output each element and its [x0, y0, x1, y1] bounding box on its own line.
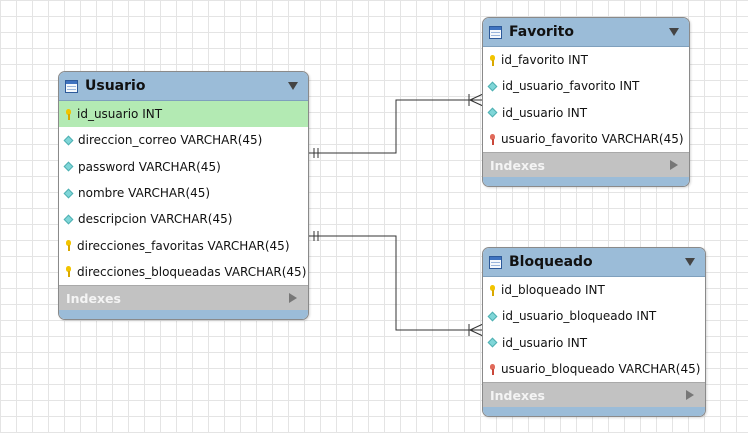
column-diamond-icon — [63, 188, 74, 198]
column-diamond-icon — [487, 311, 498, 322]
column-row[interactable]: id_bloqueado INT — [483, 277, 705, 303]
table-bloqueado[interactable]: Bloqueado id_bloqueado INT id_usuario_bl… — [482, 247, 706, 417]
column-row[interactable]: id_usuario INT — [483, 100, 689, 126]
column-row[interactable]: usuario_bloqueado VARCHAR(45) — [483, 356, 705, 382]
column-label: direcciones_favoritas VARCHAR(45) — [77, 238, 290, 253]
indexes-label: Indexes — [490, 157, 545, 173]
column-diamond-icon — [63, 135, 74, 146]
table-header[interactable]: Usuario — [59, 72, 308, 101]
column-label: id_usuario INT — [502, 105, 588, 120]
column-label: id_favorito INT — [501, 53, 588, 68]
rel-usuario-favorito — [308, 93, 484, 158]
column-row[interactable]: id_favorito INT — [483, 47, 689, 73]
column-row[interactable]: password VARCHAR(45) — [59, 154, 308, 180]
indexes-section[interactable]: Indexes — [483, 152, 689, 178]
column-diamond-icon — [63, 214, 74, 225]
column-row[interactable]: id_usuario_favorito INT — [483, 73, 689, 99]
table-footer — [483, 177, 689, 186]
column-label: direcciones_bloqueadas VARCHAR(45) — [77, 264, 307, 279]
column-row[interactable]: usuario_favorito VARCHAR(45) — [483, 126, 689, 152]
table-header[interactable]: Favorito — [483, 18, 689, 47]
collapse-arrow-icon[interactable] — [669, 28, 679, 36]
table-usuario[interactable]: Usuario id_usuario INT direccion_correo … — [58, 71, 309, 320]
table-icon — [489, 25, 502, 39]
table-footer — [59, 310, 308, 319]
table-icon — [65, 79, 78, 93]
collapse-arrow-icon[interactable] — [685, 258, 695, 266]
table-name: Bloqueado — [509, 254, 593, 270]
column-row[interactable]: direcciones_bloqueadas VARCHAR(45) — [59, 259, 308, 285]
primary-key-icon — [490, 284, 495, 296]
table-icon — [489, 255, 502, 269]
column-label: descripcion VARCHAR(45) — [78, 212, 233, 227]
key-icon — [66, 240, 71, 252]
expand-arrow-icon[interactable] — [686, 390, 694, 401]
collapse-arrow-icon[interactable] — [288, 82, 298, 90]
indexes-section[interactable]: Indexes — [59, 285, 308, 311]
primary-key-icon — [490, 54, 495, 66]
column-label: id_usuario INT — [77, 107, 163, 122]
column-label: usuario_favorito VARCHAR(45) — [501, 132, 684, 147]
column-diamond-icon — [487, 81, 498, 92]
column-label: direccion_correo VARCHAR(45) — [78, 133, 263, 148]
column-row[interactable]: id_usuario INT — [483, 330, 705, 356]
table-favorito[interactable]: Favorito id_favorito INT id_usuario_favo… — [482, 17, 690, 187]
column-row[interactable]: descripcion VARCHAR(45) — [59, 206, 308, 232]
column-row[interactable]: direccion_correo VARCHAR(45) — [59, 127, 308, 153]
column-label: nombre VARCHAR(45) — [78, 186, 211, 201]
expand-arrow-icon[interactable] — [670, 160, 678, 171]
column-label: password VARCHAR(45) — [78, 159, 221, 174]
column-row[interactable]: id_usuario_bloqueado INT — [483, 303, 705, 329]
indexes-label: Indexes — [490, 387, 545, 403]
column-label: id_usuario_bloqueado INT — [502, 309, 657, 324]
column-row[interactable]: nombre VARCHAR(45) — [59, 180, 308, 206]
table-name: Usuario — [85, 78, 146, 94]
foreign-key-icon — [490, 133, 495, 145]
table-footer — [483, 407, 705, 416]
indexes-section[interactable]: Indexes — [483, 382, 705, 408]
key-icon — [66, 266, 71, 278]
primary-key-icon — [66, 108, 71, 120]
column-label: usuario_bloqueado VARCHAR(45) — [501, 362, 701, 377]
column-label: id_usuario INT — [502, 335, 588, 350]
indexes-label: Indexes — [66, 290, 121, 306]
table-header[interactable]: Bloqueado — [483, 248, 705, 277]
column-row[interactable]: id_usuario INT — [59, 101, 308, 128]
column-row[interactable]: direcciones_favoritas VARCHAR(45) — [59, 232, 308, 258]
column-label: id_bloqueado INT — [501, 283, 605, 298]
column-diamond-icon — [63, 161, 74, 172]
column-diamond-icon — [487, 107, 498, 118]
table-name: Favorito — [509, 24, 574, 40]
column-label: id_usuario_favorito INT — [502, 79, 640, 94]
foreign-key-icon — [490, 363, 495, 375]
expand-arrow-icon[interactable] — [289, 293, 297, 304]
rel-usuario-bloqueado — [308, 231, 484, 337]
column-diamond-icon — [487, 337, 498, 348]
